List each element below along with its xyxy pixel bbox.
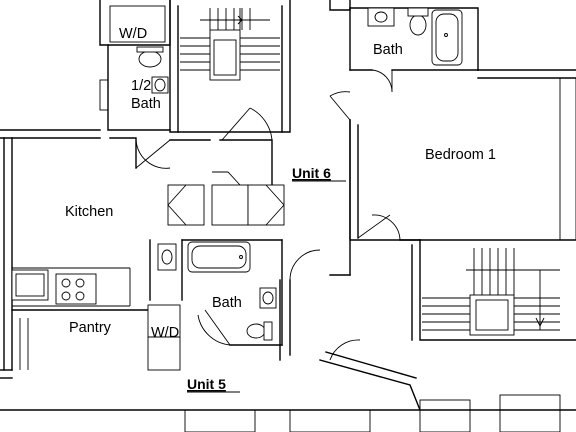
stair-1	[180, 8, 280, 141]
unit-label-5: Unit 5	[187, 376, 226, 392]
kitchen-fixtures	[11, 267, 131, 307]
room-label-wd-top: W/D	[119, 26, 147, 42]
room-label-bath-top: Bath	[373, 42, 403, 58]
bath-top-fixtures	[367, 7, 463, 93]
room-label-wd-bottom: W/D	[151, 325, 179, 341]
room-label-half-bath-1: 1/2	[131, 78, 151, 94]
room-label-kitchen: Kitchen	[65, 204, 113, 220]
half-bath-fixtures	[99, 46, 171, 169]
room-label-half-bath-2: Bath	[131, 96, 161, 112]
wd-bottom-area	[147, 304, 181, 371]
pantry	[11, 309, 151, 370]
unit-label-6: Unit 6	[292, 165, 331, 181]
room-label-bedroom: Bedroom 1	[425, 147, 496, 163]
room-label-bath-mid: Bath	[212, 295, 242, 311]
room-label-pantry: Pantry	[69, 320, 112, 336]
hall-closets	[167, 171, 321, 281]
lower-corridor	[0, 339, 576, 432]
bedroom-doors	[329, 77, 576, 241]
bath-mid-fixtures	[157, 241, 277, 346]
stair-2	[422, 248, 560, 336]
walls	[0, 0, 576, 379]
labels: W/D 1/2 Bath Bath Bedroom 1 Kitchen Pant…	[65, 26, 496, 392]
wd-top-area	[109, 5, 166, 43]
